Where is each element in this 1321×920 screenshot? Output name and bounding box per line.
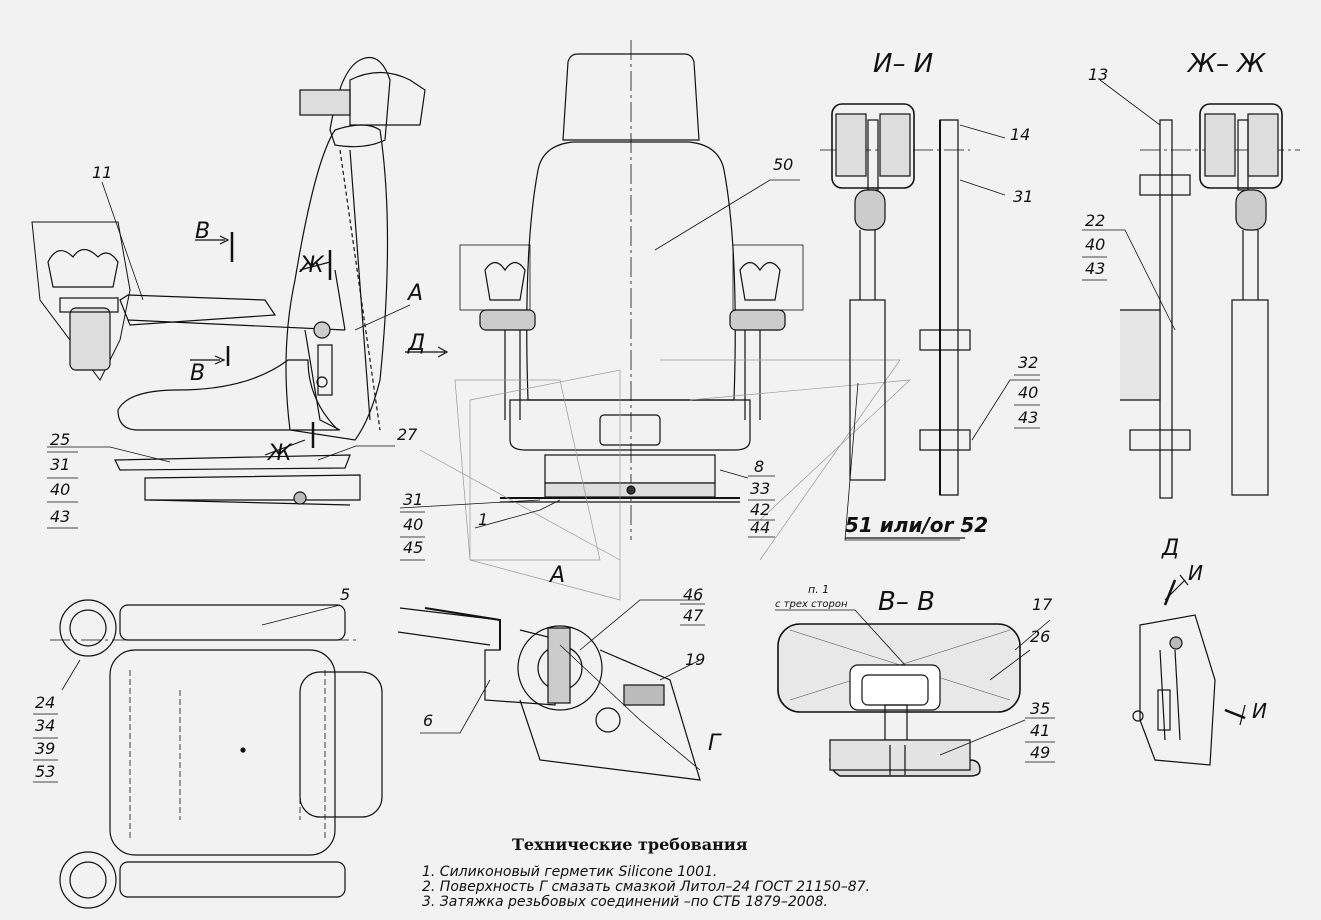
callout-41: 41 (1030, 721, 1050, 740)
label-surface-g: Г (708, 731, 722, 756)
callout-44: 44 (750, 518, 770, 537)
callout-43d: 43 (1085, 259, 1105, 278)
callout-8: 8 (754, 457, 764, 476)
note-line-1: 1. Силиконовый герметик Silicone 1001. (422, 864, 717, 880)
view-d (1132, 574, 1246, 766)
notes-title: Технические требования (512, 835, 748, 854)
callout-34: 34 (35, 716, 55, 735)
callout-45: 45 (403, 538, 423, 557)
callout-42: 42 (750, 500, 770, 519)
callout-14: 14 (1010, 125, 1030, 144)
callout-47: 47 (683, 606, 704, 625)
callout-33: 33 (750, 479, 770, 498)
side-view (31, 56, 449, 506)
callout-24: 24 (35, 693, 55, 712)
callout-rules (33, 256, 1107, 783)
callout-5: 5 (340, 585, 350, 604)
callout-1: 1 (478, 510, 488, 529)
section-zhzh (1082, 79, 1300, 499)
callout-17: 17 (1032, 595, 1053, 614)
callout-31: 31 (50, 455, 70, 474)
callout-25: 25 (50, 430, 70, 449)
callout-40d: 40 (1085, 235, 1105, 254)
label-detail-a: А (548, 563, 565, 588)
callout-35: 35 (1030, 699, 1050, 718)
callout-27: 27 (397, 425, 418, 444)
callout-53: 53 (35, 762, 55, 781)
callout-31c: 31 (1013, 187, 1033, 206)
callout-51-52: 51 или/or 52 (845, 513, 988, 537)
label-arrow-zh-top: Ж (298, 253, 325, 278)
callout-43c: 43 (1018, 408, 1038, 427)
note-ref-p1: п. 1 (808, 583, 829, 596)
label-section-ii: И– И (873, 49, 933, 79)
callout-40c: 40 (1018, 383, 1038, 402)
callout-43: 43 (50, 507, 70, 526)
note-ref-three-sides: с трех сторон (775, 599, 848, 610)
callout-32: 32 (1018, 353, 1038, 372)
view-labels: И– И Ж– Ж В– В А Д Д И И А В В Ж Ж Г (190, 49, 1267, 756)
callout-31b: 31 (403, 490, 423, 509)
label-arrow-v-top: В (195, 219, 210, 244)
section-ii (820, 103, 1040, 541)
callout-46: 46 (683, 585, 703, 604)
label-view-d: Д (1161, 536, 1179, 561)
label-section-zhzh: Ж– Ж (1186, 49, 1266, 79)
note-line-3: 3. Затяжка резьбовых соединений –по СТБ … (422, 894, 828, 910)
section-vv (775, 609, 1051, 777)
callout-49: 49 (1030, 743, 1050, 762)
callout-39: 39 (35, 739, 55, 758)
technical-requirements: Технические требования 1. Силиконовый ге… (422, 835, 870, 910)
callout-6: 6 (423, 711, 433, 730)
label-arrow-a: А (406, 281, 423, 306)
label-arrow-i-bottom: И (1252, 699, 1267, 723)
label-arrow-i-top: И (1188, 561, 1203, 585)
label-arrow-v-bottom: В (190, 361, 205, 386)
label-section-vv: В– В (878, 587, 935, 617)
callout-22: 22 (1085, 211, 1105, 230)
note-line-2: 2. Поверхность Г смазать смазкой Литол–2… (422, 879, 870, 895)
callout-26: 26 (1030, 627, 1050, 646)
label-arrow-zh-bottom: Ж (266, 441, 293, 466)
callout-numbers: 11 25 31 40 43 27 50 31 40 45 1 8 33 42 … (35, 65, 1108, 781)
callout-11: 11 (92, 163, 112, 182)
callout-13: 13 (1088, 65, 1108, 84)
callout-40b: 40 (403, 515, 423, 534)
front-view (399, 40, 911, 601)
label-arrow-d: Д (407, 331, 425, 356)
callout-40: 40 (50, 480, 70, 499)
detail-a (397, 599, 701, 781)
top-view (50, 599, 383, 909)
callout-50: 50 (773, 155, 793, 174)
callout-19: 19 (685, 650, 705, 669)
